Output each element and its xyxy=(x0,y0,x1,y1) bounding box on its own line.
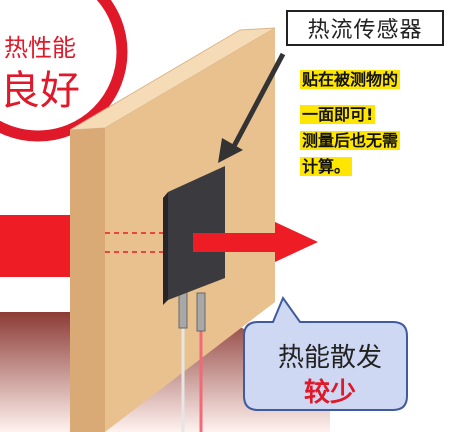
speech-bubble xyxy=(243,295,408,411)
note-line-2: 一面即可! xyxy=(300,105,376,124)
pointer-arrow-head xyxy=(218,138,243,163)
bubble-text-line2: 较少 xyxy=(303,378,356,408)
bubble-text-line1: 热能散发 xyxy=(277,343,382,373)
note-line-3: 测量后也无需 xyxy=(300,131,401,150)
badge-text-line2: 良好 xyxy=(0,68,80,114)
badge-circle xyxy=(0,0,128,142)
sensor-lead-right xyxy=(196,292,206,332)
badge-text-line1: 热性能 xyxy=(4,34,76,62)
sensor-label: 热流传感器 xyxy=(286,10,444,46)
sensor-edge xyxy=(163,192,168,305)
wall-front xyxy=(70,128,105,432)
heat-flow-arrow xyxy=(193,222,318,262)
note-line-4: 计算。 xyxy=(300,157,353,176)
note-line-1: 贴在被测物的 xyxy=(300,70,401,89)
heat-source-block xyxy=(0,215,70,277)
pointer-arrow-line xyxy=(229,52,286,152)
